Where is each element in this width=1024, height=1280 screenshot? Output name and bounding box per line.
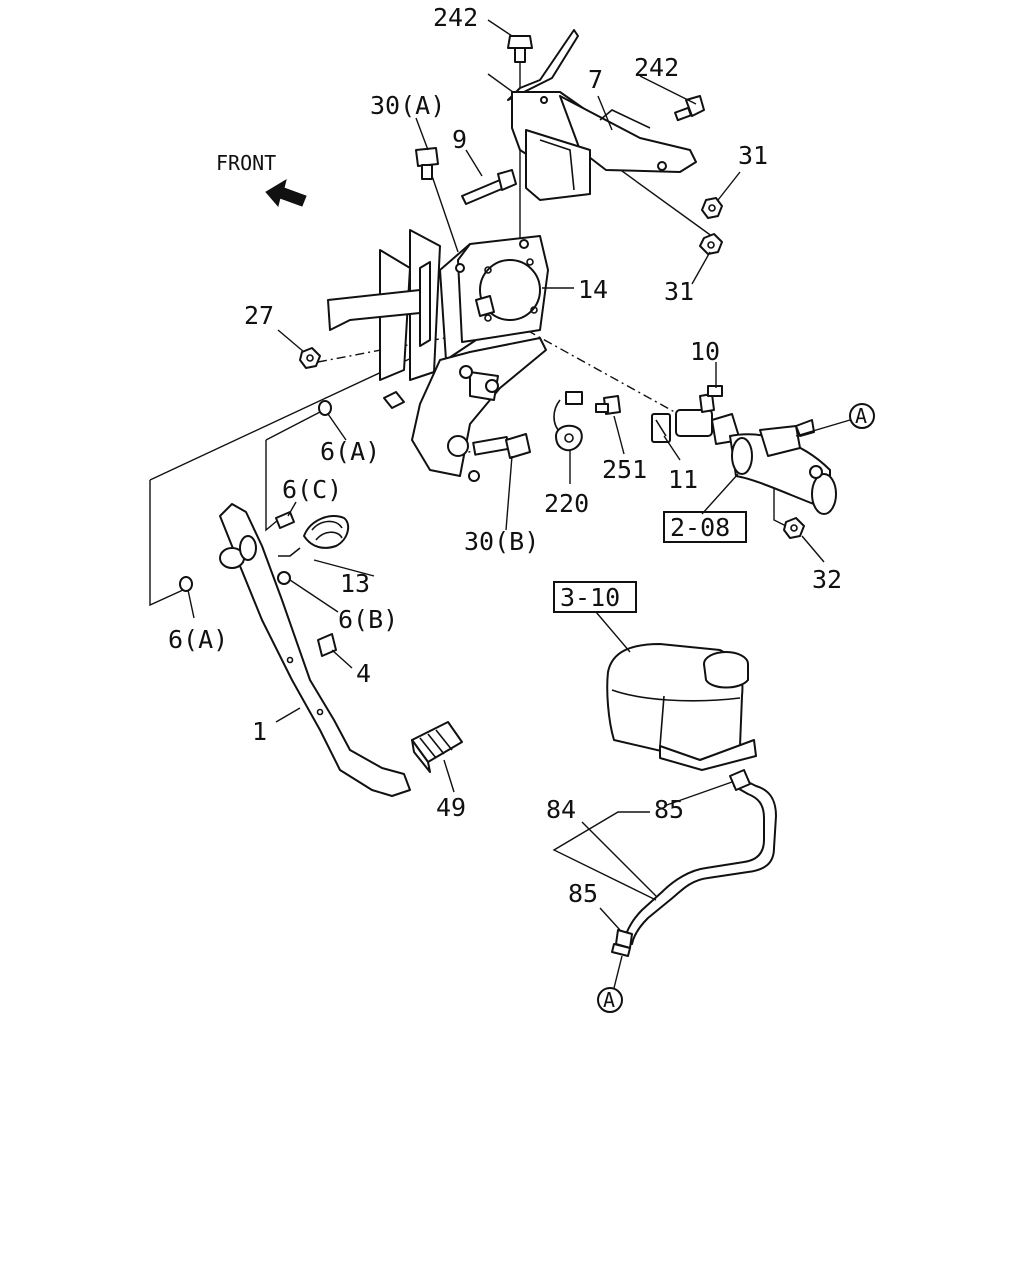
master-cylinder — [651, 385, 837, 515]
bolt-251 — [595, 395, 621, 415]
callout-31-upper: 31 — [738, 141, 768, 170]
callout-242-right: 242 — [634, 53, 679, 82]
callout-1: 1 — [252, 717, 267, 746]
reservoir-hose — [611, 769, 777, 957]
callouts: 242 7 242 30(A) 9 31 31 14 27 10 6(A) 6(… — [168, 3, 842, 908]
front-label: FRONT — [216, 151, 276, 175]
callout-251: 251 — [602, 455, 647, 484]
upper-bracket — [507, 29, 697, 201]
reference-box-208: 2-08 — [663, 511, 747, 543]
bolt-242-right — [674, 95, 705, 122]
callout-6c: 6(C) — [282, 475, 342, 504]
callout-27: 27 — [244, 301, 274, 330]
callout-13: 13 — [340, 569, 370, 598]
connection-marker-a-lower: A — [597, 987, 623, 1013]
bolt-242-top — [507, 35, 533, 63]
callout-6b: 6(B) — [338, 605, 398, 634]
bolt-30b — [472, 433, 531, 459]
callout-7: 7 — [588, 65, 603, 94]
callout-84: 84 — [546, 795, 576, 824]
bushing-6b — [277, 571, 291, 585]
callout-30a: 30(A) — [370, 91, 445, 120]
return-spring — [278, 515, 350, 557]
clip-4 — [317, 633, 337, 657]
marker-a-lower-label: A — [603, 988, 615, 1012]
bolt-30a — [415, 147, 439, 180]
clutch-pedal — [219, 503, 411, 797]
callout-49: 49 — [436, 793, 466, 822]
callout-10: 10 — [690, 337, 720, 366]
callout-85-lower: 85 — [568, 879, 598, 908]
reference-208: 2-08 — [670, 513, 730, 542]
front-indicator: FRONT — [216, 151, 307, 208]
nut-31-lower — [699, 233, 723, 255]
marker-a-upper-label: A — [855, 404, 867, 428]
pedal-bracket — [327, 229, 549, 482]
reference-310: 3-10 — [560, 583, 620, 612]
bushing-6a-upper — [318, 400, 332, 416]
nut-31-upper — [701, 197, 723, 219]
nut-27 — [299, 347, 321, 369]
clutch-switch — [553, 391, 583, 452]
callout-11: 11 — [668, 465, 698, 494]
leader-lines — [187, 19, 851, 989]
front-arrow-icon — [265, 178, 307, 208]
connection-marker-a-upper: A — [849, 403, 875, 429]
bolt-9 — [461, 169, 517, 205]
callout-32: 32 — [812, 565, 842, 594]
callout-4: 4 — [356, 659, 371, 688]
callout-220: 220 — [544, 489, 589, 518]
callout-30b: 30(B) — [464, 527, 539, 556]
callout-6a-upper: 6(A) — [320, 437, 380, 466]
nut-32 — [783, 517, 805, 539]
callout-9: 9 — [452, 125, 467, 154]
callout-242-top: 242 — [433, 3, 478, 32]
callout-31-lower: 31 — [664, 277, 694, 306]
bushing-6a-lower — [179, 576, 193, 592]
reservoir-tank — [606, 643, 757, 771]
pedal-pad — [411, 721, 463, 773]
reference-box-310: 3-10 — [553, 581, 637, 613]
callout-6a-lower: 6(A) — [168, 625, 228, 654]
clip-6c — [275, 511, 295, 529]
callout-14: 14 — [578, 275, 608, 304]
callout-85-upper: 85 — [654, 795, 684, 824]
